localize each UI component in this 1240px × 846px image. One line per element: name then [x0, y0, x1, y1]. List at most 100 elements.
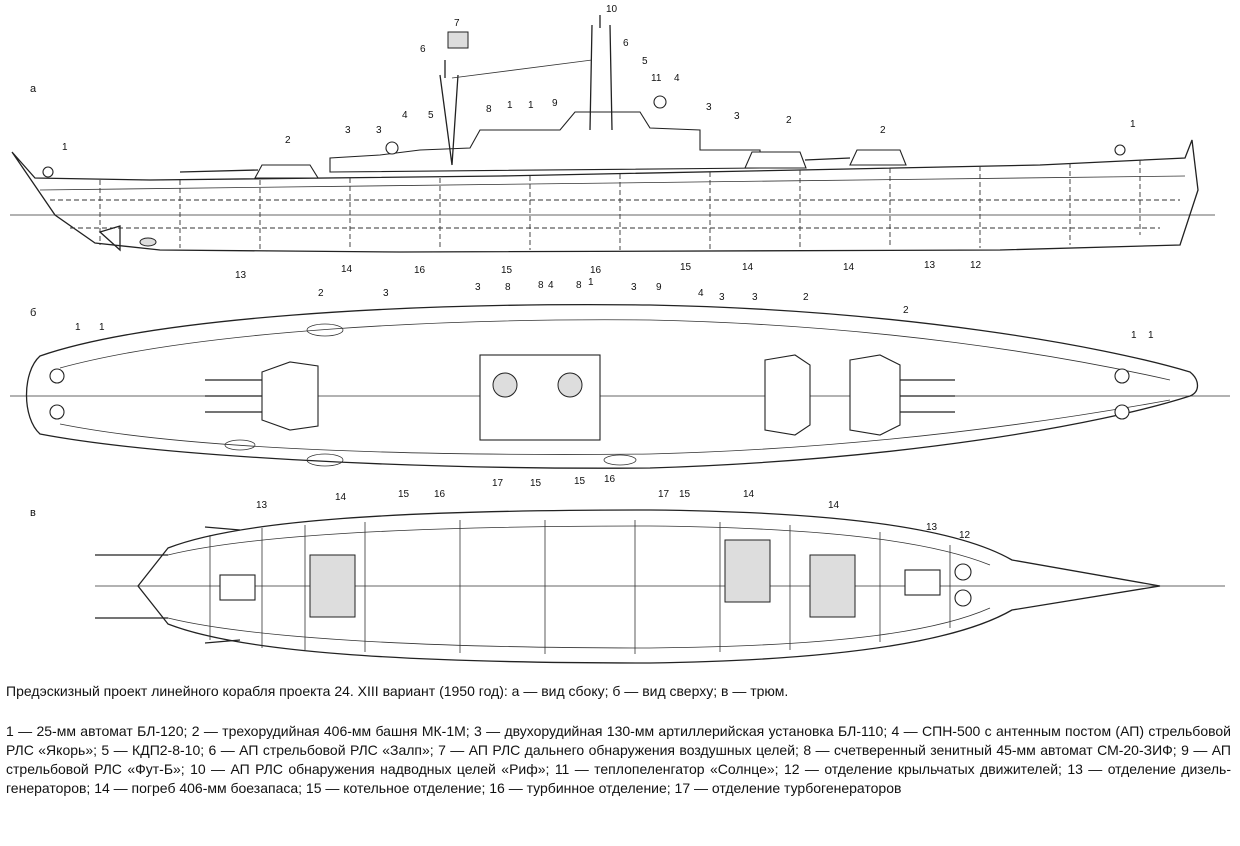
rudder — [98, 225, 121, 252]
side-callout: 3 — [734, 111, 740, 122]
hold-callout: 14 — [335, 492, 347, 503]
side-callout: 3 — [345, 125, 351, 136]
side-callout: 6 — [420, 44, 426, 55]
side-callout: 1 — [62, 142, 68, 153]
top-callout: 3 — [383, 288, 389, 299]
top-turret-aft — [261, 361, 319, 431]
shaft — [204, 639, 241, 644]
magazine-fwd-1 — [724, 539, 771, 603]
side-callout: 2 — [786, 115, 792, 126]
hold-callout: 14 — [743, 489, 755, 500]
propulsor — [954, 563, 972, 581]
mount-spn-fwd — [653, 95, 667, 109]
top-turret-fwd-2 — [849, 354, 901, 436]
side-callout: 14 — [742, 262, 754, 273]
top-aa-mount — [1114, 404, 1130, 420]
side-callout: 11 — [651, 73, 662, 84]
view-label-v: в — [30, 507, 36, 519]
top-callouts: 1 1 2 3 3 8 8 4 8 1 3 9 4 3 3 2 2 1 1 — [75, 277, 1154, 341]
hold-inner-hull — [167, 525, 991, 649]
turret-fwd-1 — [744, 151, 807, 169]
gun-barrel-aft — [179, 169, 259, 173]
top-inner-deck — [59, 319, 1171, 455]
top-callout: 3 — [752, 292, 758, 303]
top-view: б 1 1 2 3 3 8 8 — [10, 277, 1230, 469]
propulsor — [954, 589, 972, 607]
side-callout: 15 — [501, 265, 513, 276]
top-callout: 1 — [75, 322, 81, 333]
boat — [603, 454, 637, 466]
hold-callout: 15 — [530, 478, 542, 489]
top-superstructure — [479, 354, 601, 441]
propeller — [139, 237, 157, 247]
mount-spn — [385, 141, 399, 155]
side-callout: 16 — [590, 265, 602, 276]
side-callout: 7 — [454, 18, 460, 29]
mount-aa-aft — [42, 166, 54, 178]
top-callout: 8 — [576, 280, 582, 291]
radar-antenna-7 — [447, 31, 469, 49]
view-label-b: б — [30, 307, 36, 319]
hold-callout: 17 — [492, 478, 504, 489]
gun-barrel-fwd — [804, 157, 851, 161]
side-callout: 14 — [843, 262, 855, 273]
side-hull — [11, 139, 1199, 253]
top-hull — [25, 303, 1199, 469]
shaft — [204, 526, 241, 531]
hold-callout: 15 — [398, 489, 410, 500]
side-callout: 3 — [376, 125, 382, 136]
side-callout: 1 — [528, 100, 534, 111]
hold-callout: 17 — [658, 489, 670, 500]
top-callout: 3 — [631, 282, 637, 293]
side-callout: 10 — [606, 4, 618, 15]
top-callout: 3 — [719, 292, 725, 303]
side-bulkheads — [99, 160, 1141, 250]
hold-callout: 14 — [828, 500, 840, 511]
view-label-a: а — [30, 83, 37, 95]
side-callout: 2 — [285, 135, 291, 146]
side-callout: 1 — [507, 100, 513, 111]
hold-callout: 13 — [256, 500, 268, 511]
side-callout: 9 — [552, 98, 558, 109]
side-callout: 15 — [680, 262, 692, 273]
figure-legend: 1 — 25-мм автомат БЛ-120; 2 — трехорудий… — [6, 723, 1231, 796]
hold-callout: 13 — [926, 522, 938, 533]
side-callout: 4 — [674, 73, 680, 84]
side-callout: 6 — [623, 38, 629, 49]
top-callout: 3 — [475, 282, 481, 293]
side-callout: 5 — [428, 110, 434, 121]
top-callout: 8 — [538, 280, 544, 291]
boat — [306, 323, 344, 337]
top-callout: 8 — [505, 282, 511, 293]
hold-view: в 13 14 — [30, 474, 1225, 664]
turret-fwd-2 — [849, 149, 907, 166]
hold-callout: 16 — [434, 489, 446, 500]
top-callout: 4 — [698, 288, 704, 299]
top-callout: 1 — [99, 322, 105, 333]
top-aa-mount — [49, 368, 65, 384]
turret-aft — [254, 164, 319, 179]
ship-drawing: а — [10, 4, 1230, 664]
fore-mast — [589, 15, 613, 131]
side-callout: 13 — [924, 260, 936, 271]
hold-hull — [137, 509, 1161, 664]
top-callout: 2 — [318, 288, 324, 299]
hold-callout: 16 — [604, 474, 616, 485]
top-callout: 1 — [1148, 330, 1154, 341]
top-turret-fwd-1 — [764, 354, 811, 436]
top-callout: 1 — [1131, 330, 1137, 341]
boat — [306, 453, 344, 467]
side-view: а — [10, 4, 1215, 281]
boat — [224, 439, 256, 451]
diesel-fwd — [904, 569, 941, 596]
side-callout: 3 — [706, 102, 712, 113]
top-callout: 9 — [656, 282, 662, 293]
hold-callout: 12 — [959, 530, 971, 541]
side-callout: 4 — [402, 110, 408, 121]
hold-callouts: 13 14 15 16 17 15 15 16 17 15 14 14 13 1… — [256, 474, 971, 541]
magazine-aft — [309, 554, 356, 618]
aft-mast — [439, 60, 459, 166]
side-callout: 1 — [1130, 119, 1136, 130]
hold-callout: 15 — [574, 476, 586, 487]
antenna-wire — [451, 59, 593, 79]
